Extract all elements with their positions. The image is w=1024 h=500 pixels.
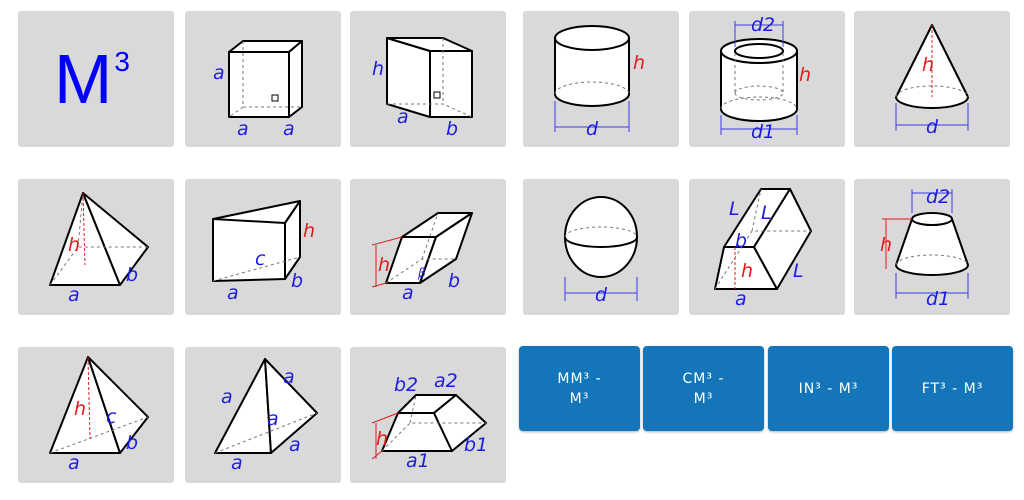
triangular-prism-tile[interactable]: h c a b xyxy=(185,179,341,315)
svg-text:a: a xyxy=(402,282,414,304)
svg-text:β: β xyxy=(417,266,426,280)
svg-text:h: h xyxy=(372,58,384,80)
svg-text:h: h xyxy=(68,234,80,256)
oblique-prism-icon: L L b h L a xyxy=(714,188,812,310)
cylinder-tile[interactable]: h d xyxy=(523,11,679,147)
svg-text:d2: d2 xyxy=(751,14,775,36)
cone-tile[interactable]: h d xyxy=(854,11,1010,147)
frustum-icon: d2 h d1 xyxy=(880,186,969,310)
svg-text:b: b xyxy=(291,270,303,292)
cube-tile[interactable]: a a a xyxy=(185,11,341,147)
unit-symbol: M3 xyxy=(54,40,130,118)
triangular-prism-icon: h c a b xyxy=(212,200,315,304)
svg-text:L: L xyxy=(761,202,772,224)
cube-icon: a a a xyxy=(213,40,303,140)
square-pyramid-icon: h a b xyxy=(49,192,149,306)
sphere-tile[interactable]: d xyxy=(523,179,679,315)
svg-text:h: h xyxy=(74,398,86,420)
svg-text:d1: d1 xyxy=(926,288,950,310)
parallelepiped-icon: h a b β xyxy=(371,212,473,304)
oblique-prism-tile[interactable]: L L b h L a xyxy=(689,179,845,315)
svg-text:d2: d2 xyxy=(926,186,950,208)
truncated-pyramid-icon: b2 a2 h a1 b1 xyxy=(371,370,488,472)
svg-text:a: a xyxy=(68,284,80,306)
tetrahedron-tile[interactable]: a a a a a xyxy=(185,347,341,483)
svg-text:a: a xyxy=(213,62,225,84)
svg-text:a2: a2 xyxy=(434,370,458,392)
svg-text:a1: a1 xyxy=(406,450,430,472)
svg-text:a: a xyxy=(289,434,301,456)
svg-text:L: L xyxy=(793,260,804,282)
svg-text:a: a xyxy=(231,452,243,474)
svg-text:b: b xyxy=(446,118,458,140)
svg-text:a: a xyxy=(735,288,747,310)
svg-text:h: h xyxy=(376,428,388,450)
svg-text:a: a xyxy=(397,106,409,128)
parallelepiped-tile[interactable]: h a b β xyxy=(350,179,506,315)
svg-text:b: b xyxy=(448,270,460,292)
svg-text:d: d xyxy=(586,118,599,140)
rectangular-prism-tile[interactable]: h a b xyxy=(350,11,506,147)
svg-text:L: L xyxy=(729,198,740,220)
svg-text:h: h xyxy=(922,54,934,76)
svg-text:a: a xyxy=(68,452,80,474)
svg-text:c: c xyxy=(106,406,117,428)
rectangular-prism-icon: h a b xyxy=(372,37,473,140)
svg-text:a: a xyxy=(283,366,295,388)
svg-text:a: a xyxy=(267,408,279,430)
triangular-pyramid-icon: h c a b xyxy=(49,356,149,474)
mm3-to-m3-button[interactable]: MM³ - M³ xyxy=(519,346,640,431)
svg-text:b: b xyxy=(126,432,138,454)
ft3-to-m3-button[interactable]: FT³ - M³ xyxy=(892,346,1013,431)
hollow-cylinder-icon: d2 h d1 xyxy=(720,14,811,143)
frustum-tile[interactable]: d2 h d1 xyxy=(854,179,1010,315)
svg-text:b2: b2 xyxy=(394,374,418,396)
svg-text:h: h xyxy=(303,220,315,242)
tetrahedron-icon: a a a a a xyxy=(214,358,318,474)
svg-text:b: b xyxy=(126,264,138,286)
svg-text:h: h xyxy=(633,52,645,74)
cm3-to-m3-button[interactable]: CM³ - M³ xyxy=(643,346,764,431)
svg-text:h: h xyxy=(799,64,811,86)
in3-to-m3-button[interactable]: IN³ - M³ xyxy=(768,346,889,431)
svg-text:d1: d1 xyxy=(751,121,775,143)
svg-text:a: a xyxy=(221,386,233,408)
svg-text:h: h xyxy=(880,234,892,256)
sphere-icon: d xyxy=(564,196,638,306)
svg-text:d: d xyxy=(595,284,608,306)
svg-text:b: b xyxy=(735,230,747,252)
hollow-cylinder-tile[interactable]: d2 h d1 xyxy=(689,11,845,147)
svg-text:a: a xyxy=(237,118,249,140)
svg-text:h: h xyxy=(378,254,390,276)
square-pyramid-tile[interactable]: h a b xyxy=(18,179,174,315)
truncated-pyramid-tile[interactable]: b2 a2 h a1 b1 xyxy=(350,347,506,483)
triangular-pyramid-tile[interactable]: h c a b xyxy=(18,347,174,483)
cone-icon: h d xyxy=(895,24,969,138)
svg-text:a: a xyxy=(283,118,295,140)
cylinder-icon: h d xyxy=(554,25,645,140)
svg-text:h: h xyxy=(741,260,753,282)
unit-tile[interactable]: M3 xyxy=(18,11,174,147)
svg-text:b1: b1 xyxy=(464,434,488,456)
svg-text:d: d xyxy=(926,116,939,138)
svg-text:c: c xyxy=(255,248,266,270)
svg-text:a: a xyxy=(227,282,239,304)
